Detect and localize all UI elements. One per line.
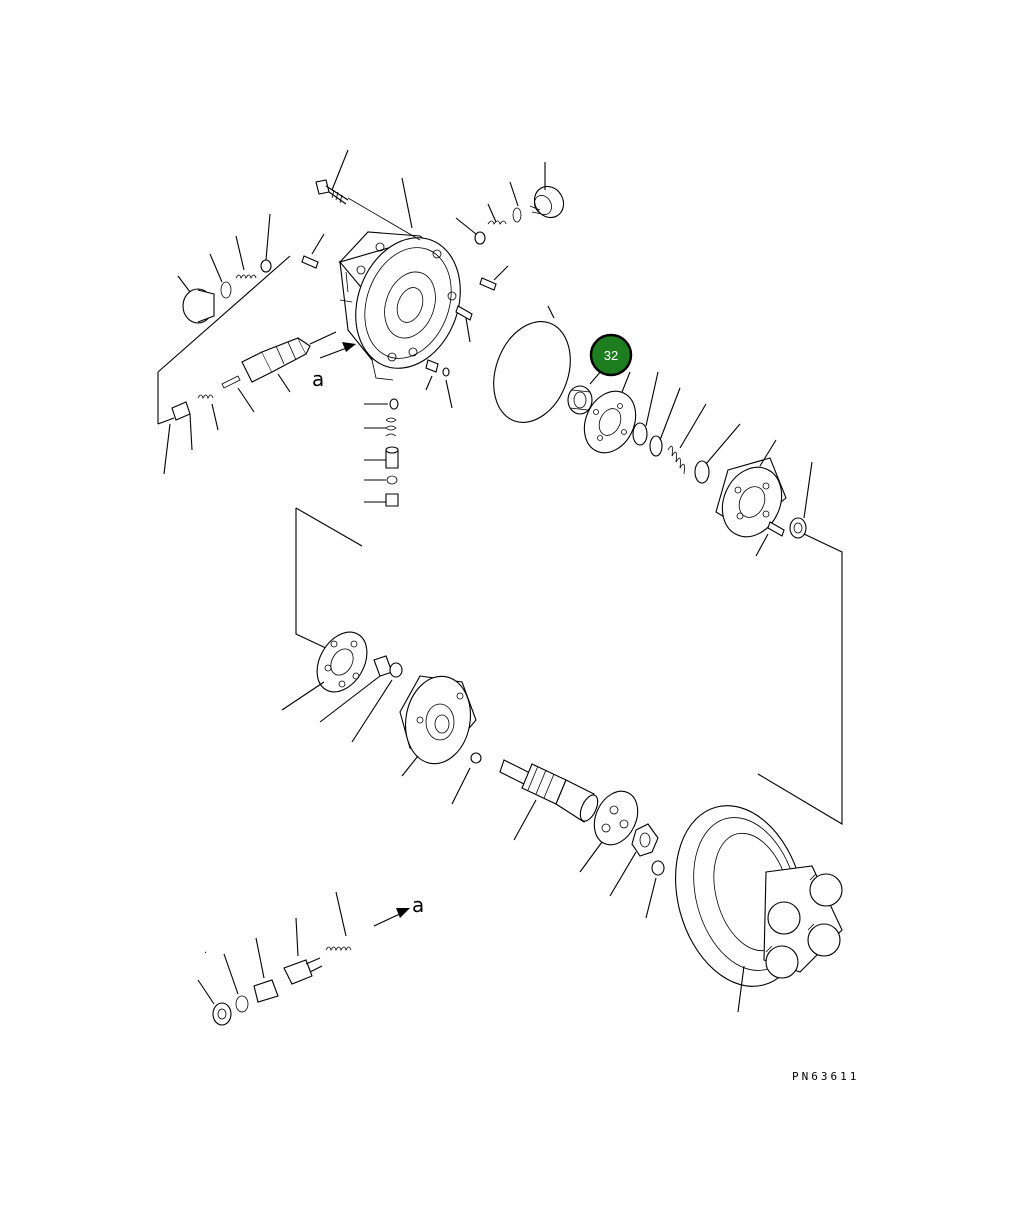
part-32-badge[interactable]: 32 xyxy=(589,333,633,377)
part-number-label: 32 xyxy=(604,348,618,363)
retainer-plate xyxy=(579,790,639,873)
drive-shaft xyxy=(499,759,599,841)
view-marker-label: a xyxy=(412,893,424,917)
drawing-code: PN63611 xyxy=(792,1070,859,1083)
piston-group xyxy=(632,371,813,557)
reduction-housing xyxy=(675,805,843,1013)
valve-plate xyxy=(281,631,368,711)
o-ring xyxy=(493,305,571,423)
motor-cover xyxy=(338,231,461,381)
relief-valve-group: · xyxy=(197,891,352,1026)
cylinder-block xyxy=(399,675,477,777)
lock-nut xyxy=(609,823,659,897)
cover-small-parts xyxy=(364,359,453,507)
view-marker-label: a xyxy=(312,367,324,391)
ball xyxy=(451,752,482,805)
view-arrow-a-top: a xyxy=(312,342,356,391)
housing-bushing xyxy=(645,860,665,919)
view-marker-label-bottom-dash: · xyxy=(204,948,207,959)
cover-bolt xyxy=(315,149,421,241)
assembly-frame xyxy=(295,507,843,825)
view-arrow-a-bottom: a xyxy=(373,893,424,927)
relief-plug-group xyxy=(301,162,565,343)
bearing xyxy=(567,369,603,415)
brake-plate xyxy=(583,371,637,454)
pin-bushing xyxy=(319,655,403,743)
spool-group xyxy=(163,331,337,475)
left-valve-group xyxy=(157,213,291,425)
